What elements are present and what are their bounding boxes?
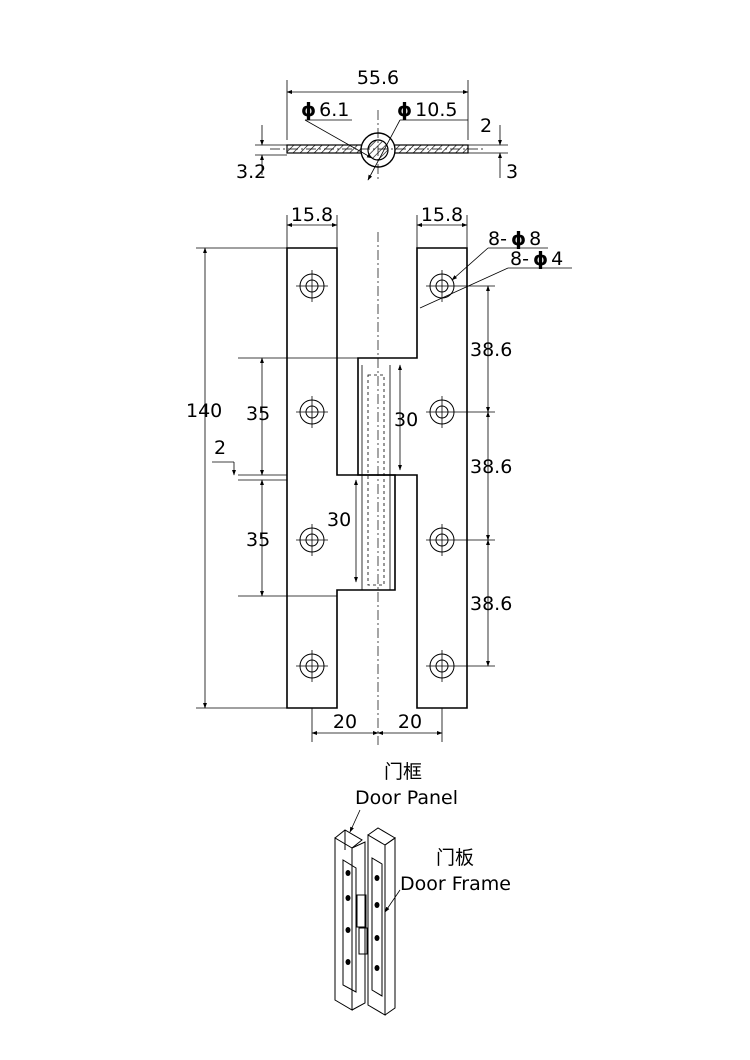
pitch-label-2: 38.6 [470, 456, 512, 478]
knuckle-upper-label: 30 [394, 409, 418, 431]
isometric-view: 门框 Door Panel 门板 Door Frame [334, 761, 511, 1016]
offset-left-label: 20 [333, 711, 357, 733]
right-leaf [357, 247, 468, 709]
overall-width-label: 55.6 [357, 67, 399, 89]
door-panel-cn-label: 门框 [384, 761, 422, 783]
leaf-width-right-label: 15.8 [421, 204, 463, 226]
leaf-width-left-label: 15.8 [291, 204, 333, 226]
pitch-label-1: 38.6 [470, 339, 512, 361]
door-frame-cn-label: 门板 [436, 847, 474, 869]
height-right-label: 3 [506, 161, 518, 183]
leaf-segment-upper-label: 35 [246, 403, 270, 425]
leaf-segment-lower-label: 35 [246, 529, 270, 551]
pitch-label-3: 38.6 [470, 593, 512, 615]
offset-right-label: 20 [398, 711, 422, 733]
height-left-label: 3.2 [236, 161, 266, 183]
total-height-label: 140 [186, 400, 222, 422]
knuckle-lower-label: 30 [327, 509, 351, 531]
leaf-thickness-label: 2 [480, 115, 492, 137]
left-leaf [286, 247, 396, 709]
door-panel-en-label: Door Panel [355, 787, 458, 809]
door-frame-en-label: Door Frame [400, 873, 511, 895]
gap-label: 2 [214, 437, 226, 459]
